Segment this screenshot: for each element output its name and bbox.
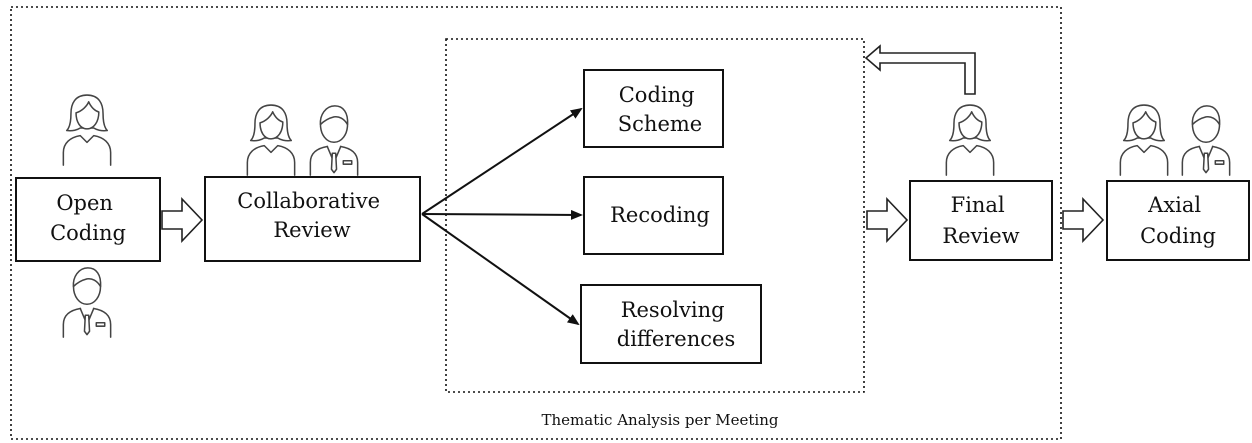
arrow-to-resolving-differences <box>421 213 580 326</box>
male-researcher-icon <box>309 105 359 176</box>
inner-dotted-frame <box>445 38 865 393</box>
hollow-arrow-right <box>866 198 908 242</box>
female-researcher-icon <box>945 104 995 176</box>
male-researcher-icon <box>1181 105 1231 176</box>
open-coding-label: Open Coding <box>50 191 126 245</box>
coding-scheme-label: Coding Scheme <box>618 83 702 136</box>
coding-scheme-box <box>583 69 724 148</box>
female-researcher-icon <box>1119 104 1169 176</box>
axial-coding-box <box>1106 180 1250 261</box>
arrow-to-recoding <box>421 209 583 220</box>
hollow-arrow-right <box>1062 198 1104 242</box>
collaborative-review-label: Collaborative Review <box>237 189 386 242</box>
axial-coding-label: Axial Coding <box>1140 193 1216 248</box>
male-researcher-icon <box>62 267 112 338</box>
hollow-return-arrow <box>864 44 976 95</box>
final-review-box <box>909 180 1053 261</box>
resolving-differences-label: Resolving differences <box>617 298 735 351</box>
recoding-box <box>583 176 724 255</box>
female-researcher-icon <box>246 104 296 176</box>
arrow-to-coding-scheme <box>421 107 583 215</box>
final-review-label: Final Review <box>942 193 1019 248</box>
recoding-label: Recoding <box>610 203 710 227</box>
outer-dotted-frame <box>10 6 1062 440</box>
hollow-arrow-right <box>161 198 203 242</box>
resolving-differences-box <box>580 284 762 364</box>
female-researcher-icon <box>62 94 112 166</box>
open-coding-box <box>15 177 161 262</box>
collaborative-review-box <box>204 176 421 262</box>
outer-caption: Thematic Analysis per Meeting <box>542 411 779 429</box>
